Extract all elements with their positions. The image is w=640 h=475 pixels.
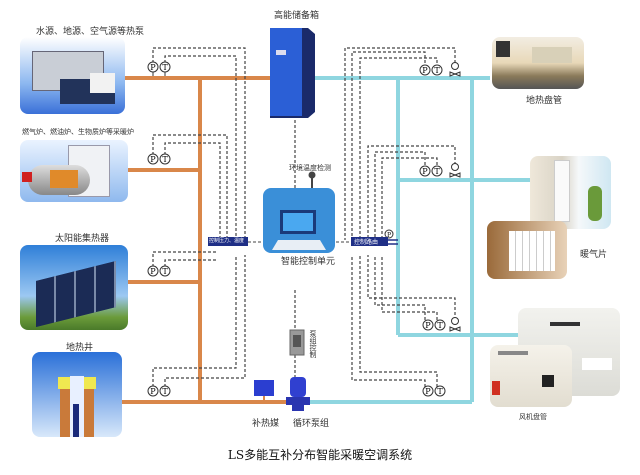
boiler-image (20, 140, 128, 202)
svg-text:P: P (150, 63, 156, 72)
gauges: P T P T P T P T P T P T P T P T P (147, 61, 461, 397)
svg-text:T: T (162, 155, 168, 164)
pressure-gauge-icon: P (422, 385, 434, 397)
hot-pipes (122, 76, 290, 404)
storage-tank-label: 高能储备箱 (274, 11, 320, 21)
pump-control-label: 泵组控制 (309, 330, 317, 358)
svg-text:P: P (422, 66, 428, 75)
temperature-gauge-icon: T (434, 385, 446, 397)
svg-text:T: T (162, 63, 168, 72)
svg-text:P: P (150, 155, 156, 164)
svg-text:T: T (437, 321, 443, 330)
svg-text:T: T (434, 66, 440, 75)
temperature-gauge-icon: T (159, 153, 171, 165)
makeup-tank-icon (254, 380, 274, 402)
pressure-gauge-icon: P (419, 165, 431, 177)
valve-icon (449, 317, 461, 332)
radiator-label: 暖气片 (580, 250, 608, 260)
radiator-room-image (530, 156, 611, 229)
pressure-gauge-icon: P (422, 319, 434, 331)
control-unit-label: 智能控制单元 (281, 257, 336, 267)
svg-text:T: T (437, 387, 443, 396)
svg-text:P: P (150, 387, 156, 396)
fan-coil-image (490, 345, 572, 407)
pressure-gauge-icon: P (384, 229, 394, 239)
pressure-temp-control-tag: 控制压力、温度 (209, 238, 245, 244)
temperature-gauge-icon: T (431, 165, 443, 177)
pressure-gauge-icon: P (147, 265, 159, 277)
storage-tank-icon (270, 28, 315, 118)
heat-pump-image (20, 37, 125, 114)
floor-heating-image (492, 37, 584, 89)
heat-pump-label: 水源、地源、空气源等热泵 (36, 27, 145, 37)
svg-text:P: P (150, 267, 156, 276)
svg-text:P: P (387, 232, 391, 239)
pressure-gauge-icon: P (147, 385, 159, 397)
fan-coil-label: 风机盘管 (519, 413, 547, 421)
pump-label: 循环泵组 (293, 419, 330, 429)
floor-heating-label: 地热盘管 (526, 96, 563, 106)
solar-collector-image (20, 245, 128, 330)
temperature-gauge-icon: T (434, 319, 446, 331)
solar-collector-label: 太阳能集热器 (55, 234, 110, 244)
temperature-gauge-icon: T (159, 61, 171, 76)
circulation-pump-icon (286, 377, 310, 411)
svg-text:T: T (162, 267, 168, 276)
tags (208, 237, 398, 246)
pressure-gauge-icon: P (147, 61, 159, 76)
temperature-gauge-icon: T (431, 64, 443, 76)
radiator-image (487, 221, 567, 279)
svg-text:P: P (425, 387, 431, 396)
cold-pipes (305, 76, 530, 404)
pump-control-box-icon (289, 329, 305, 356)
svg-text:T: T (434, 167, 440, 176)
makeup-label: 补热媒 (252, 419, 280, 429)
temperature-gauge-icon: T (159, 265, 171, 277)
pressure-gauge-icon: P (419, 64, 431, 76)
diagram-title: LS多能互补分布智能采暖空调系统 (227, 448, 413, 462)
geothermal-well-label: 地热井 (66, 343, 94, 353)
route-control-tag: 控制路由 (354, 239, 379, 246)
boiler-label: 燃气炉、燃油炉、生物质炉等采暖炉 (22, 128, 134, 136)
valve-icon (449, 62, 461, 77)
svg-text:P: P (425, 321, 431, 330)
pressure-gauge-icon: P (147, 153, 159, 165)
valve-icon (449, 163, 461, 178)
temperature-gauge-icon: T (159, 385, 171, 397)
svg-text:T: T (162, 387, 168, 396)
svg-text:P: P (422, 167, 428, 176)
control-lines (152, 47, 456, 392)
control-unit-icon (263, 171, 335, 253)
env-sensor-label: 环境温度检测 (289, 164, 331, 172)
geothermal-well-image (32, 352, 122, 437)
